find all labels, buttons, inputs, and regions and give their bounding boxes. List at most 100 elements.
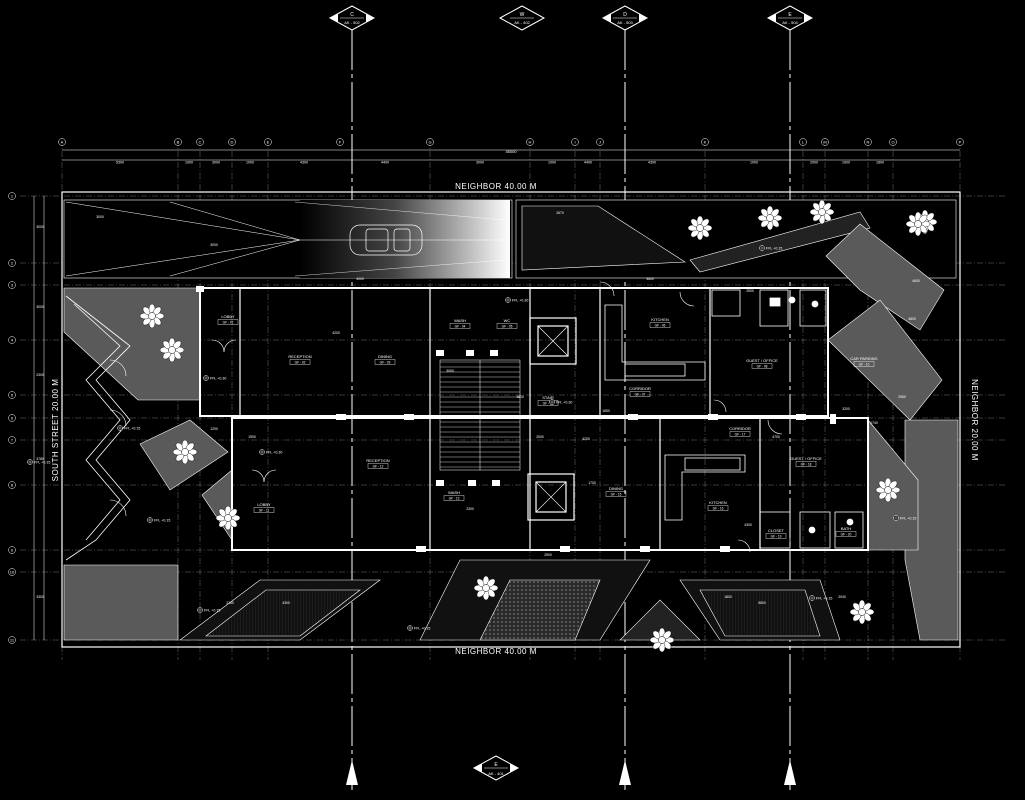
room-tag: GF - 16 xyxy=(713,507,724,511)
grid-number: 2 xyxy=(11,261,14,266)
dimension-value: 1900 xyxy=(185,161,193,165)
room-name: LOBBY xyxy=(257,502,271,507)
level-value: FFL +0.30 xyxy=(266,451,282,455)
room-tag: GF - 20 xyxy=(841,533,852,537)
room-tag: GF - 18 xyxy=(801,463,812,467)
level-value: FFL +0.15 xyxy=(414,627,430,631)
dimension-value: 3000 xyxy=(212,161,220,165)
grid-bubble: H xyxy=(526,138,534,146)
grid-number: 7 xyxy=(11,438,14,443)
room-name: RECEPTION xyxy=(366,458,389,463)
dimension-value: 3000 xyxy=(210,243,218,247)
grid-bubble: I xyxy=(571,138,579,146)
tree-icon xyxy=(905,211,931,237)
dimension-value: 4000 xyxy=(356,277,364,281)
room-tag: GF - 02 xyxy=(295,361,306,365)
site-boundary xyxy=(61,191,961,648)
dimension-value: 3780 xyxy=(36,457,44,461)
room-name: KITCHEN xyxy=(709,500,727,505)
room-tag: GF - 15 xyxy=(611,493,622,497)
grid-bubble: J xyxy=(596,138,604,146)
level-value: FFL +0.15 xyxy=(766,247,782,251)
room-tag: GF - 03 xyxy=(380,361,391,365)
section-ref: AK - 503 xyxy=(617,20,633,25)
dimension-value: 3000 xyxy=(36,305,44,309)
grid-number: 3 xyxy=(11,283,14,288)
dimension-value: 1000 xyxy=(246,161,254,165)
grid-bubble: M xyxy=(821,138,829,146)
room-tag: GF - 17 xyxy=(735,433,746,437)
dimension-value: 3300 xyxy=(36,595,44,599)
tree-icon xyxy=(875,477,901,503)
dimension-value: 3000 xyxy=(36,225,44,229)
grid-number: 10 xyxy=(10,570,15,575)
wash-fixtures xyxy=(436,350,500,486)
grid-letter: K xyxy=(704,140,707,145)
grid-bubble: 1 xyxy=(8,192,16,200)
grid-bubble: E xyxy=(264,138,272,146)
dimension-value: 4300 xyxy=(648,161,656,165)
dimension-value: 3000 xyxy=(476,161,484,165)
grid-bubble: L xyxy=(799,138,807,146)
room-label: STAIR GF - 09 xyxy=(537,395,559,406)
grid-letter: O xyxy=(891,140,894,145)
dimension-value: 2300 xyxy=(36,373,44,377)
tree-icon xyxy=(649,627,675,653)
dimension-value: 1900 xyxy=(842,161,850,165)
section-letter: E xyxy=(788,12,792,18)
section-marker[interactable]: E AK - 504 xyxy=(766,5,814,31)
section-letter: E xyxy=(494,762,498,768)
elevator-lower xyxy=(527,473,575,521)
dimension-value: 2500 xyxy=(544,553,552,557)
dimension-value: 2150 xyxy=(226,601,234,605)
dimension-lines-left xyxy=(33,196,45,640)
section-marker[interactable]: D AK - 503 xyxy=(601,5,649,31)
grid-letter: I xyxy=(574,140,575,145)
grid-bubble: C xyxy=(196,138,204,146)
level-value: FFL +0.30 xyxy=(512,299,528,303)
level-value: FFL +0.15 xyxy=(816,597,832,601)
section-lines xyxy=(351,30,791,790)
grid-bubble: D xyxy=(228,138,236,146)
room-name: RECEPTION xyxy=(288,354,311,359)
section-marker[interactable]: C AK - 502 xyxy=(328,5,376,31)
street-fence xyxy=(65,295,131,561)
room-name: WASH xyxy=(448,490,460,495)
grid-letter: E xyxy=(267,140,270,145)
room-label: KITCHEN GF - 16 xyxy=(707,500,729,511)
room-tag: GF - 06 xyxy=(655,324,666,328)
wall-stubs xyxy=(196,286,836,552)
tree-icon xyxy=(159,337,185,363)
car-icon xyxy=(349,224,423,256)
doors xyxy=(109,281,783,553)
dimension-value: 5300 xyxy=(116,161,124,165)
dimension-value: 1600 xyxy=(516,395,524,399)
dimension-value: 2960 xyxy=(898,395,906,399)
level-marker: FFL +0.30 xyxy=(203,375,226,381)
level-marker: FFL +0.15 xyxy=(893,515,916,521)
neighbor-bottom-label: NEIGHBOR 40.00 M xyxy=(455,647,537,656)
grid-bubble: K xyxy=(701,138,709,146)
grid-letter: L xyxy=(802,140,805,145)
level-marker: FFL +0.15 xyxy=(147,517,170,523)
section-marker-bottom[interactable]: E AK - 401 xyxy=(472,755,520,781)
dimension-value: 1800 xyxy=(724,595,732,599)
section-marker[interactable]: W AK - 402 xyxy=(498,5,546,31)
room-tag: GF - 09 xyxy=(543,402,554,406)
dimension-value: 4300 xyxy=(300,161,308,165)
grid-bubble: G xyxy=(426,138,434,146)
room-name: STAIR xyxy=(542,395,554,400)
grid-bubble: A xyxy=(58,138,66,146)
room-tag: GF - 08 xyxy=(757,365,768,369)
room-name: CORRIDOR xyxy=(729,426,751,431)
trees xyxy=(139,199,938,653)
tree-icon xyxy=(757,205,783,231)
